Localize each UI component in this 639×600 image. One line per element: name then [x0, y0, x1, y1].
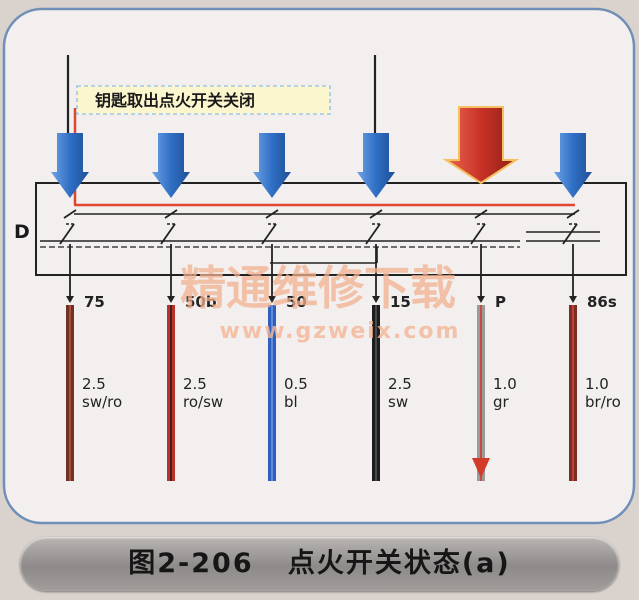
- blue-arrow-icon: [554, 133, 592, 198]
- blue-arrow-icon: [152, 133, 190, 198]
- terminal-pin: [372, 296, 380, 303]
- wire-gauge-label: 1.0: [585, 375, 609, 393]
- wire-color-label: gr: [493, 393, 510, 411]
- current-arrow-icon: [472, 458, 490, 478]
- red-arrow-icon: [442, 106, 520, 185]
- wire-stripe-50: [271, 305, 273, 481]
- blue-arrow-icon: [357, 133, 395, 198]
- wire-gauge-label: 0.5: [284, 375, 308, 393]
- note-box: [76, 85, 331, 115]
- contact-upper: [369, 209, 383, 219]
- figure-caption: 图2-206 点火开关状态(a): [128, 548, 511, 579]
- wire-gauge-label: 2.5: [388, 375, 412, 393]
- wire-color-label: ro/sw: [183, 393, 223, 411]
- contact-upper: [164, 209, 178, 219]
- wire-stripe-50b: [170, 305, 172, 481]
- wire-stripe-15: [375, 305, 377, 481]
- wire-color-label: br/ro: [585, 393, 621, 411]
- terminal-id-label: 86s: [587, 293, 617, 311]
- terminal-pin: [66, 296, 74, 303]
- wire-color-label: sw: [388, 393, 408, 411]
- terminal-pin: [569, 296, 577, 303]
- terminal-id-label: P: [495, 293, 506, 311]
- terminal-columns: 752.5sw/ro50b2.5ro/sw500.5bl152.5swP1.0g…: [51, 106, 621, 481]
- contact-upper: [265, 209, 279, 219]
- switch-label: D: [14, 221, 30, 243]
- terminal-id-label: 15: [390, 293, 411, 311]
- note-label: 钥匙取出点火开关关闭: [95, 91, 255, 110]
- contact-upper: [474, 209, 488, 219]
- watermark-cn: 精通维修下载: [180, 261, 456, 315]
- terminal-pin: [477, 296, 485, 303]
- caption-bar: [20, 537, 619, 591]
- wire-gauge-label: 2.5: [82, 375, 106, 393]
- terminal-pin: [167, 296, 175, 303]
- contact-blade: [470, 223, 486, 245]
- wire-gauge-label: 1.0: [493, 375, 517, 393]
- contact-blade: [562, 223, 578, 245]
- contact-blade: [261, 223, 277, 245]
- wire-stripe-86s: [572, 305, 574, 481]
- contact-upper: [63, 209, 77, 219]
- terminal-id-label: 50b: [185, 293, 217, 311]
- blue-arrow-icon: [253, 133, 291, 198]
- wire-gauge-label: 2.5: [183, 375, 207, 393]
- contact-blade: [365, 223, 381, 245]
- switch-housing: [35, 182, 627, 276]
- wire-color-label: sw/ro: [82, 393, 122, 411]
- terminal-pin: [268, 296, 276, 303]
- blue-arrow-icon: [51, 133, 89, 198]
- watermark-url: www.gzweix.com: [220, 319, 461, 344]
- terminal-id-label: 50: [286, 293, 307, 311]
- wire-color-label: bl: [284, 393, 298, 411]
- wire-stripe-75: [69, 305, 71, 481]
- contact-blade: [160, 223, 176, 245]
- wire-stripe-P: [480, 305, 482, 481]
- contact-upper: [566, 209, 580, 219]
- terminal-id-label: 75: [84, 293, 105, 311]
- contact-blade: [59, 223, 75, 245]
